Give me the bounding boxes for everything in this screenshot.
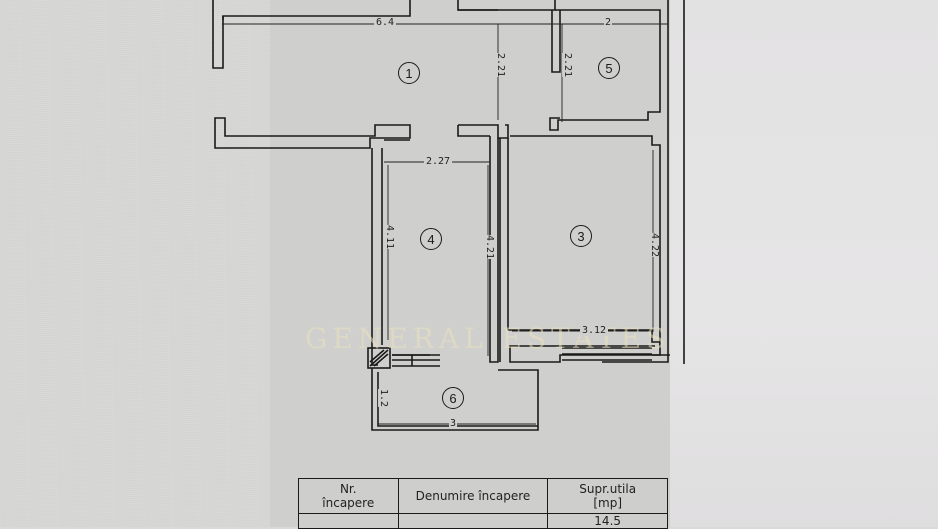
paper-background-shaded [270, 0, 670, 527]
room-label-1: 1 [398, 62, 420, 84]
header-room-name: Denumire încapere [397, 478, 549, 514]
dim-room3-height: 4.22 [649, 232, 661, 258]
table-row: 14.5 [298, 513, 668, 529]
dim-room4-width: 2.27 [424, 156, 453, 167]
dim-room1-width: 6.4 [374, 17, 397, 28]
room-label-6: 6 [442, 387, 464, 409]
room-label-4: 4 [420, 228, 442, 250]
paper-background-right [670, 0, 938, 527]
dim-room3-width: 3.12 [580, 325, 609, 336]
room-label-3: 3 [570, 225, 592, 247]
dim-room5-height: 2.21 [562, 52, 574, 78]
paper-background-left [0, 0, 270, 527]
rooms-table: Nr. încapere Denumire încapere Supr.util… [298, 478, 668, 529]
room-label-5: 5 [598, 57, 620, 79]
cell-area: 14.5 [547, 513, 668, 529]
header-room-number: Nr. încapere [298, 478, 399, 514]
cell-room-name [397, 513, 549, 529]
dim-room4-height-right: 4.21 [484, 234, 496, 260]
cell-room-number [298, 513, 399, 529]
watermark: GENERAL ESTATES [305, 322, 671, 355]
header-usable-area: Supr.utila [mp] [547, 478, 668, 514]
dim-room6-width: 3 [449, 418, 458, 429]
dim-room6-height: 1.2 [378, 388, 390, 408]
dim-room4-height-left: 4.11 [384, 224, 396, 250]
dim-room1-height: 2.21 [495, 52, 507, 78]
table-header-row: Nr. încapere Denumire încapere Supr.util… [298, 478, 668, 514]
dim-room5-width: 2 [604, 17, 613, 28]
